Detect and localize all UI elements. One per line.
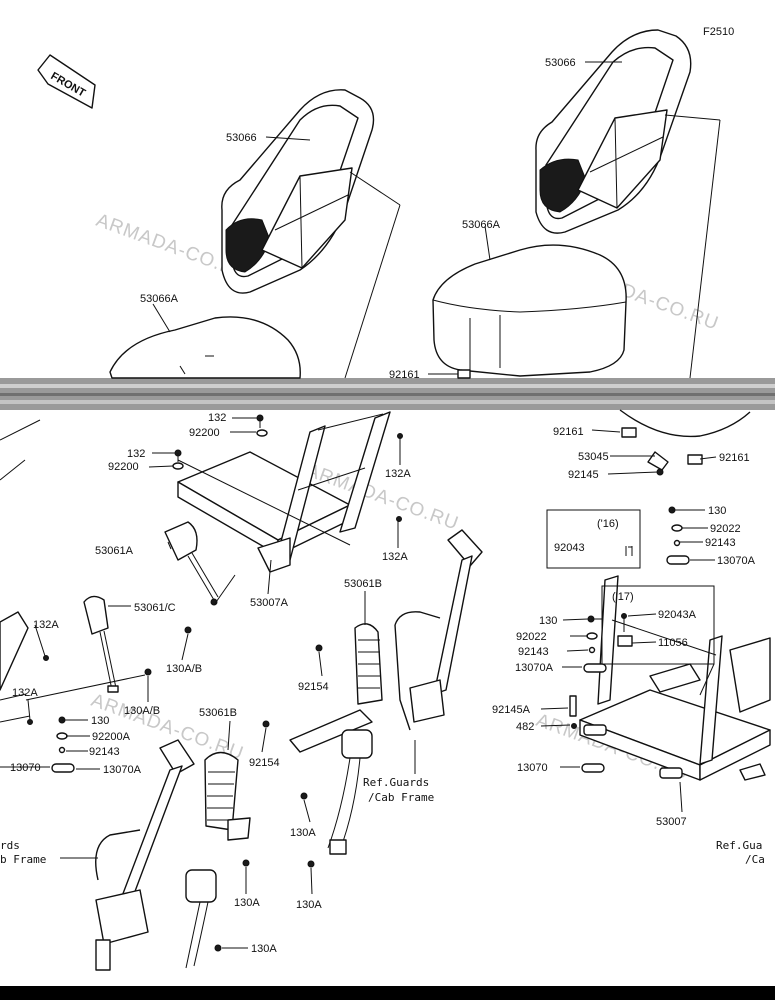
bottom-bar (0, 986, 775, 1000)
label-92161-a: 92161 (389, 369, 420, 381)
label-130A-c: 130A (296, 899, 322, 911)
box-17 (601, 585, 715, 665)
label-92143-b: 92143 (705, 537, 736, 549)
front-direction-badge: FRONT (37, 54, 96, 109)
label-53061B-center: 53061B (344, 578, 382, 590)
label-53045: 53045 (578, 451, 609, 463)
label-92154-b: 92154 (249, 757, 280, 769)
seat-frame-right (579, 575, 771, 781)
label-92022-a: 92022 (710, 523, 741, 535)
label-ref-cab-center: /Cab Frame (368, 791, 434, 804)
label-ref-guards-right: Ref.Gua (716, 839, 762, 852)
label-92143-c: 92143 (518, 646, 549, 658)
part-labels: 53066 53066 53066A 53066A 92161 92161 92… (0, 57, 765, 955)
label-13070A-c: 13070A (515, 662, 554, 674)
label-year-17: ('17) (612, 591, 634, 603)
label-132A-d: 132A (12, 687, 38, 699)
label-53007: 53007 (656, 816, 687, 828)
cab-guard-center (394, 529, 483, 731)
label-130AB-a: 130A/B (166, 663, 202, 675)
label-132A-a: 132A (385, 468, 411, 480)
label-92143-a: 92143 (89, 746, 120, 758)
label-92145A: 92145A (492, 704, 531, 716)
label-53066A-left: 53066A (140, 293, 179, 305)
label-ref-cab-right: /Ca (745, 853, 765, 866)
retractor-belt-left (185, 751, 251, 969)
label-53066A-right: 53066A (462, 219, 501, 231)
label-92200A: 92200A (92, 731, 131, 743)
label-53066-left: 53066 (226, 132, 257, 144)
label-132A-b: 132A (382, 551, 408, 563)
label-130AB-b: 130A/B (124, 705, 160, 717)
label-ref-guards-left: rds (0, 839, 20, 852)
label-53066-right: 53066 (545, 57, 576, 69)
label-53061B-left: 53061B (199, 707, 237, 719)
label-92200-a: 92200 (189, 427, 220, 439)
label-130A-d: 130A (251, 943, 277, 955)
label-13070-a: 13070 (10, 762, 41, 774)
label-130-b: 130 (708, 505, 726, 517)
seat-back-right (535, 29, 692, 234)
leader-lines (0, 61, 721, 949)
seat-back-left (221, 89, 375, 294)
box-16 (546, 509, 641, 569)
label-130-a: 130 (91, 715, 109, 727)
label-13070-b: 13070 (517, 762, 548, 774)
label-ref-guards-center: Ref.Guards (363, 776, 429, 789)
label-92043: 92043 (554, 542, 585, 554)
label-130A-a: 130A (290, 827, 316, 839)
label-ref-cab-left: b Frame (0, 853, 46, 866)
seat-cushion-right (432, 244, 627, 377)
figure-code: F2510 (703, 26, 734, 38)
label-92161-b: 92161 (553, 426, 584, 438)
label-92200-b: 92200 (108, 461, 139, 473)
label-132A-c: 132A (33, 619, 59, 631)
torn-separator-band (0, 378, 775, 410)
label-92022-b: 92022 (516, 631, 547, 643)
label-92154-a: 92154 (298, 681, 329, 693)
label-13070A-a: 13070A (103, 764, 142, 776)
label-130A-b: 130A (234, 897, 260, 909)
label-482: 482 (516, 721, 534, 733)
label-53007A: 53007A (250, 597, 289, 609)
label-92161-c: 92161 (719, 452, 750, 464)
label-92043A: 92043A (658, 609, 697, 621)
cab-guard-left (95, 739, 195, 971)
label-132-a: 132 (208, 412, 226, 424)
buckle-53061A (164, 521, 219, 606)
seat-frame-left (177, 411, 391, 573)
label-130-c: 130 (539, 615, 557, 627)
buckle-53061C (83, 595, 119, 693)
seat-cushion-left (109, 316, 301, 379)
label-11056: 11056 (658, 637, 688, 649)
label-53061C: 53061/C (134, 602, 176, 614)
label-53061A: 53061A (95, 545, 134, 557)
seat-frame-partial-left (0, 419, 41, 723)
retractor-belt-center (289, 623, 383, 855)
label-92145: 92145 (568, 469, 599, 481)
label-13070A-b: 13070A (717, 555, 756, 567)
label-year-16: ('16) (597, 518, 619, 530)
label-132-b: 132 (127, 448, 145, 460)
